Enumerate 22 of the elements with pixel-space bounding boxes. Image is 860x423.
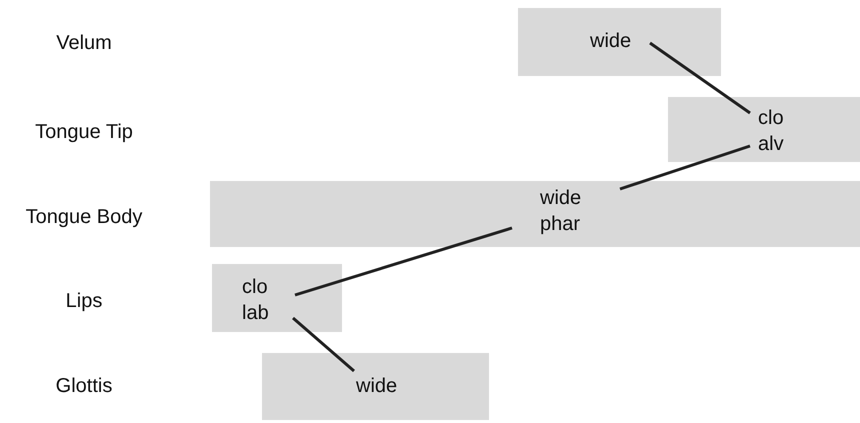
gesture-bar (210, 181, 860, 247)
connector-line (620, 144, 750, 190)
row-label: Tongue Body (26, 207, 142, 227)
gesture-bar (212, 264, 342, 332)
row-label: Glottis (56, 376, 112, 396)
gesture-label: wide (356, 374, 398, 399)
gesture-bar (518, 8, 721, 76)
gesture-label: wide (590, 29, 632, 54)
connector-line (649, 42, 751, 114)
gesture-bar (262, 353, 489, 420)
row-label: Lips (66, 291, 102, 311)
gesture-bar (668, 97, 860, 162)
gesture-label: phar (540, 212, 582, 237)
gesture-label: lab (242, 301, 269, 326)
row-label: Tongue Tip (35, 122, 133, 142)
gesture-label: wide (540, 186, 582, 211)
row-label: Velum (56, 33, 112, 53)
gesture-label: clo (242, 275, 269, 300)
connector-line (292, 316, 355, 372)
connector-line (294, 226, 512, 296)
gesture-label: clo (758, 106, 784, 131)
gesture-label: alv (758, 132, 784, 157)
